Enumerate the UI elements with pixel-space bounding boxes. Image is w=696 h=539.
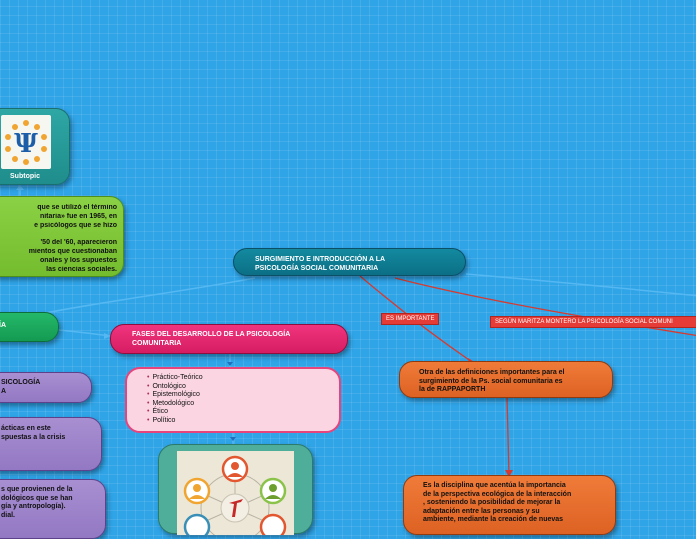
purple2-line: ácticas en este bbox=[1, 425, 51, 432]
list-item: Metodológico bbox=[147, 400, 339, 409]
arrowhead-subtopic bbox=[16, 185, 24, 190]
central-title-line2: PSICOLOGÍA SOCIAL COMUNITARIA bbox=[255, 264, 379, 272]
purple3-line: s que provienen de la bbox=[1, 486, 73, 493]
purple3-line: dial. bbox=[1, 512, 16, 520]
purple1-line: SICOLOGÍA bbox=[1, 379, 41, 386]
connector-central-to-left bbox=[39, 277, 256, 315]
purple2-line: spuestas a la crisis bbox=[1, 433, 66, 441]
fases-title-line1: FASES DEL DESARROLLO DE LA PSICOLOGÍA bbox=[132, 331, 291, 338]
psi-people-icon: Ψ bbox=[5, 120, 47, 165]
list-item: Práctico-Teórico bbox=[147, 374, 339, 383]
green-desc-line: e psicólogos que se hizo bbox=[34, 221, 117, 229]
orange2-line: de la perspectiva ecológica de la intera… bbox=[423, 490, 572, 498]
orange1-line: surgimiento de la Ps. social comunitaria… bbox=[419, 377, 563, 385]
list-item: Epistemológico bbox=[147, 391, 339, 400]
fases-list-node[interactable]: Práctico-Teórico Ontológico Epistemológi… bbox=[125, 367, 341, 433]
green-topic-label: ÍA bbox=[0, 322, 6, 329]
purple-topic-node-2[interactable]: ácticas en este spuestas a la crisis bbox=[0, 417, 102, 471]
green-desc-line: onales y los supuestos bbox=[39, 256, 117, 264]
connector-central-to-right bbox=[465, 273, 696, 297]
list-item: Ontológico bbox=[147, 383, 339, 392]
tag-es-importante[interactable]: ES IMPORTANTE bbox=[381, 313, 440, 325]
connector-central-to-montero bbox=[394, 277, 696, 337]
fases-node[interactable]: FASES DEL DESARROLLO DE LA PSICOLOGÍA CO… bbox=[110, 324, 348, 354]
community-image-node[interactable] bbox=[158, 444, 313, 539]
psi-image: Ψ bbox=[1, 115, 51, 169]
tag-segun-montero[interactable]: SEGÚN MARITZA MONTERO LA PSICOLOGÍA SOCI… bbox=[490, 316, 696, 328]
orange1-line: la de RAPPAPORTH bbox=[419, 386, 486, 393]
central-topic[interactable]: SURGIMIENTO E INTRODUCCIÓN A LA PSICOLOG… bbox=[233, 248, 466, 276]
green-desc-line: las ciencias sociales. bbox=[46, 265, 117, 273]
svg-text:Ψ: Ψ bbox=[14, 129, 38, 159]
connector-orange-to-orange bbox=[506, 397, 510, 476]
collapse-arrow-icon[interactable] bbox=[227, 362, 233, 366]
purple1-line: A bbox=[1, 387, 7, 395]
green-topic-node[interactable]: ÍA bbox=[0, 312, 59, 342]
central-title-line1: SURGIMIENTO E INTRODUCCIÓN A LA bbox=[255, 256, 386, 263]
community-wheel-image bbox=[177, 451, 294, 539]
fases-list: Práctico-Teórico Ontológico Epistemológi… bbox=[147, 374, 339, 425]
green-desc-line: nitaria» fue en 1965, en bbox=[39, 212, 117, 220]
orange-topic-node-1[interactable]: Otra de las definiciones importantes par… bbox=[399, 361, 613, 398]
green-desc-line: mientos que cuestionaban bbox=[28, 247, 117, 255]
arrowhead-fases bbox=[104, 333, 111, 339]
orange-topic-node-2[interactable]: Es la disciplina que acentúa la importan… bbox=[403, 475, 616, 535]
purple-topic-node-3[interactable]: s que provienen de la dológicos que se h… bbox=[0, 479, 106, 539]
collapse-arrow-icon[interactable] bbox=[230, 437, 236, 441]
orange2-line: Es la disciplina que acentúa la importan… bbox=[423, 482, 566, 489]
purple3-line: dológicos que se han bbox=[1, 494, 73, 502]
green-desc-line bbox=[0, 230, 117, 239]
purple-topic-node-1[interactable]: SICOLOGÍA A bbox=[0, 372, 92, 403]
purple3-line: gía y antropología). bbox=[1, 503, 66, 511]
green-description-node[interactable]: que se utilizó el término nitaria» fue e… bbox=[0, 196, 124, 277]
list-item: Ético bbox=[147, 408, 339, 417]
subtopic-label: Subtopic bbox=[10, 173, 40, 180]
connector-green-to-fases bbox=[57, 329, 111, 337]
green-desc-line: '50 del '60, aparecieron bbox=[40, 239, 117, 247]
green-desc-line: que se utilizó el término bbox=[37, 204, 117, 211]
subtopic-node[interactable]: Ψ Subtopic bbox=[0, 108, 70, 185]
orange2-line: , sosteniendo la posibilidad de mejorar … bbox=[423, 499, 561, 507]
community-wheel-icon bbox=[183, 455, 287, 539]
arrowhead-orange2 bbox=[505, 470, 513, 477]
orange1-line: Otra de las definiciones importantes par… bbox=[419, 369, 565, 376]
orange2-line: adaptación entre las personas y su bbox=[423, 507, 540, 515]
fases-title-line2: COMUNITARIA bbox=[132, 339, 182, 347]
list-item: Político bbox=[147, 417, 339, 426]
orange2-line: ambiente, mediante la creación de nuevas bbox=[423, 516, 564, 524]
